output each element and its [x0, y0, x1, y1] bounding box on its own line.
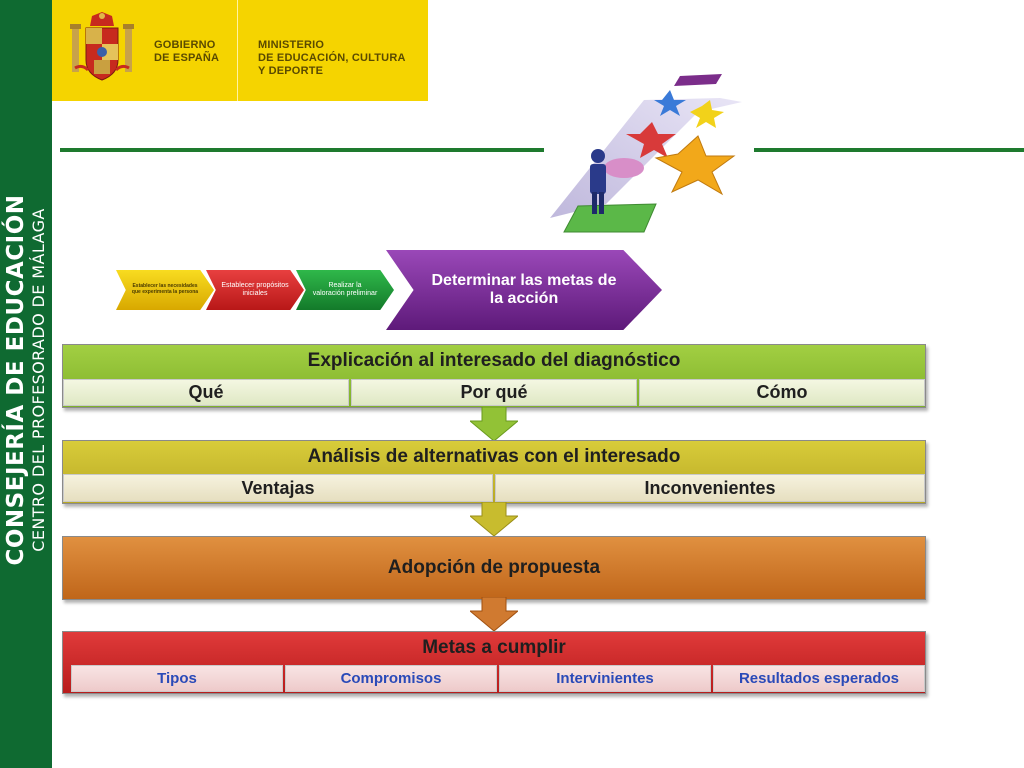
analisis-block: Análisis de alternativas con el interesa…	[62, 440, 926, 504]
explicacion-item-como: Cómo	[639, 379, 925, 406]
sidebar: CONSEJERÍA DE EDUCACIÓN CENTRO DEL PROFE…	[0, 0, 52, 768]
step-establecer-propositos: Establecer propósitos iniciales	[206, 270, 304, 310]
explicacion-item-que: Qué	[63, 379, 349, 406]
government-banner: GOBIERNO DE ESPAÑA MINISTERIO DE EDUCACI…	[52, 0, 428, 101]
step-establecer-necesidades: Establecer las necesidades que experimen…	[116, 270, 214, 310]
analisis-title: Análisis de alternativas con el interesa…	[307, 446, 681, 467]
sidebar-title: CONSEJERÍA DE EDUCACIÓN	[3, 194, 29, 566]
explicacion-items: Qué Por qué Cómo	[63, 379, 925, 406]
analisis-items: Ventajas Inconvenientes	[63, 474, 925, 502]
metas-block: Metas a cumplir Tipos Compromisos Interv…	[62, 631, 926, 694]
sidebar-subtitle: CENTRO DEL PROFESORADO DE MÁLAGA	[29, 208, 48, 552]
header-line-right	[754, 148, 1024, 152]
banner-divider	[237, 0, 238, 101]
down-arrow-icon	[470, 502, 518, 536]
coat-of-arms-icon	[70, 12, 134, 81]
metas-item-intervinientes: Intervinientes	[499, 665, 711, 692]
metas-item-tipos: Tipos	[71, 665, 283, 692]
step-determinar-metas: Determinar las metas de la acción	[386, 250, 662, 330]
metas-item-resultados: Resultados esperados	[713, 665, 925, 692]
explicacion-block: Explicación al interesado del diagnóstic…	[62, 344, 926, 408]
down-arrow-icon	[470, 597, 518, 631]
metas-title: Metas a cumplir	[422, 637, 566, 658]
sidebar-vertical-text: CONSEJERÍA DE EDUCACIÓN CENTRO DEL PROFE…	[3, 194, 49, 565]
goals-illustration	[550, 74, 742, 233]
step-valoracion-preliminar: Realizar la valoración preliminar	[296, 270, 394, 310]
adopcion-title: Adopción de propuesta	[387, 557, 601, 578]
ministerio-label: MINISTERIO DE EDUCACIÓN, CULTURA Y DEPOR…	[258, 39, 406, 77]
explicacion-title: Explicación al interesado del diagnóstic…	[307, 350, 681, 371]
gobierno-label: GOBIERNO DE ESPAÑA	[154, 39, 220, 64]
down-arrow-icon	[470, 407, 518, 441]
analisis-item-inconvenientes: Inconvenientes	[495, 474, 925, 502]
metas-items: Tipos Compromisos Intervinientes Resulta…	[71, 665, 925, 692]
metas-item-compromisos: Compromisos	[285, 665, 497, 692]
analisis-item-ventajas: Ventajas	[63, 474, 493, 502]
adopcion-block: Adopción de propuesta	[62, 536, 926, 600]
explicacion-item-por-que: Por qué	[351, 379, 637, 406]
header-line-left	[60, 148, 544, 152]
